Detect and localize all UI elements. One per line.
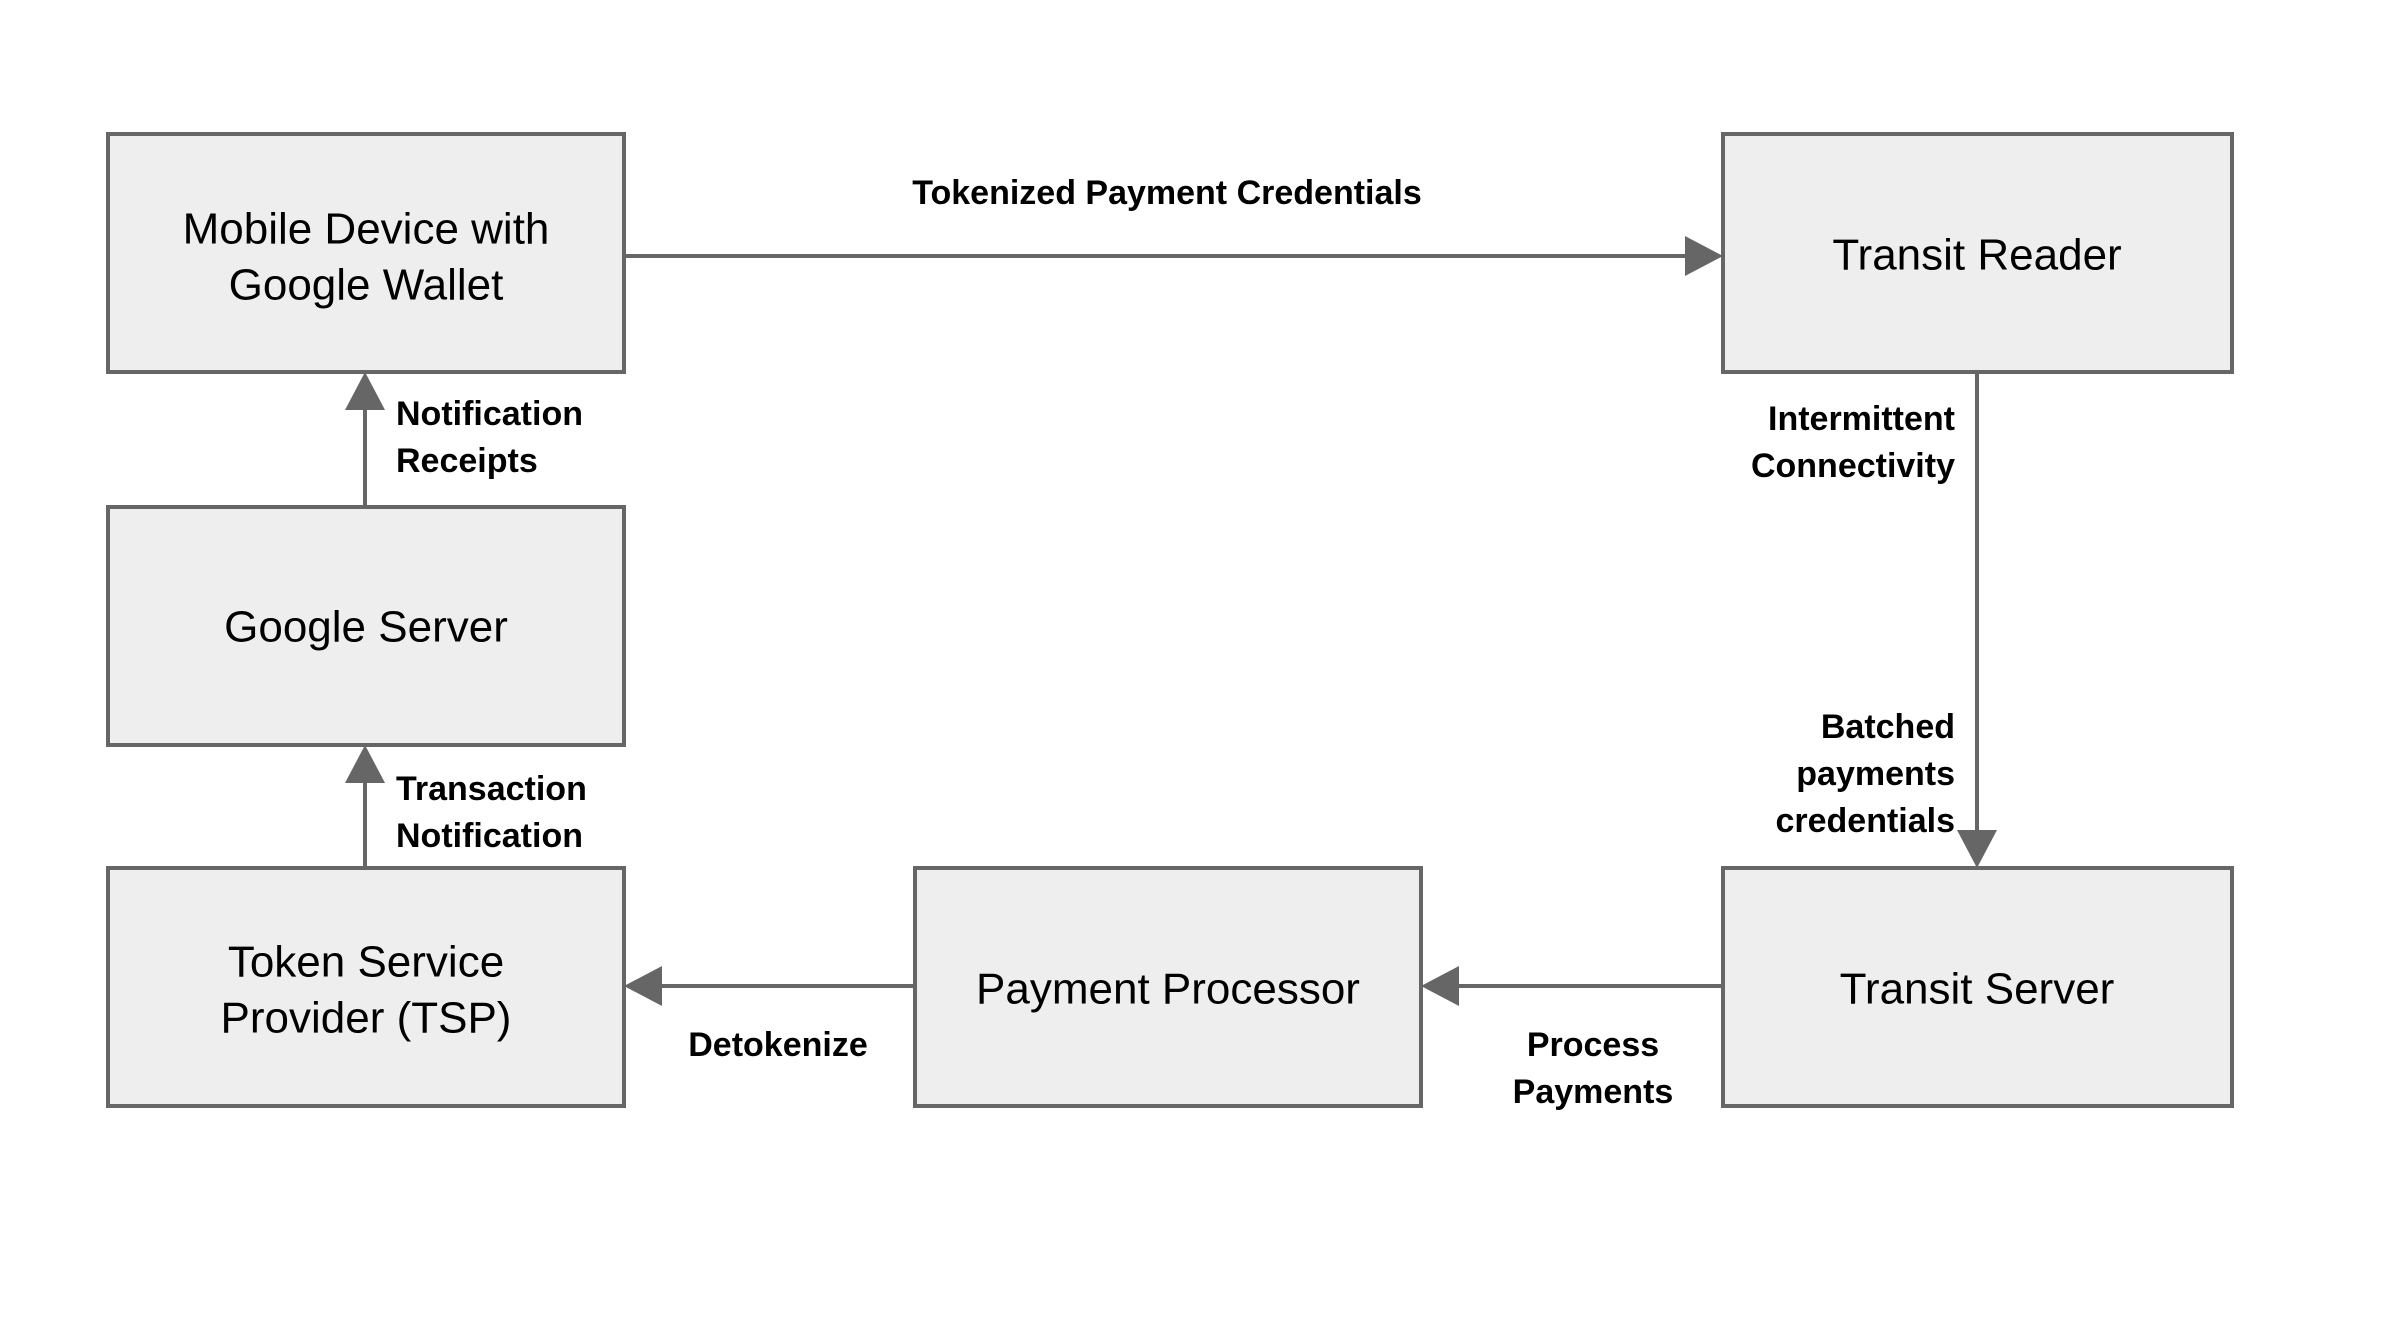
edge-label-batched-payments-credentials-line1: Batched (1821, 708, 1955, 746)
node-rect-payment-processor[interactable] (913, 866, 1423, 1108)
edge-transaction-notification: Transaction Notification (345, 745, 587, 868)
arrowhead-right-icon (1685, 236, 1723, 276)
edge-label-transaction-notification-line1: Transaction (396, 770, 587, 808)
node-rect-transit-reader[interactable] (1721, 132, 2234, 374)
node-payment-processor[interactable]: Payment Processor (913, 866, 1423, 1108)
node-transit-reader[interactable]: Transit Reader (1721, 132, 2234, 374)
node-google-server[interactable]: Google Server (106, 505, 626, 747)
arrowhead-up-icon (345, 745, 385, 783)
edge-label-notification-receipts-line1: Notification (396, 395, 583, 433)
edge-detokenize: Detokenize (624, 966, 915, 1064)
node-label-token-service-provider-line2: Provider (TSP) (221, 994, 512, 1043)
node-rect-transit-server[interactable] (1721, 866, 2234, 1108)
edge-label-tokenized-payment-credentials: Tokenized Payment Credentials (912, 174, 1422, 212)
edge-notification-receipts: Notification Receipts (345, 372, 583, 507)
edge-process-payments: Process Payments (1421, 966, 1723, 1111)
node-label-mobile-device-line2: Google Wallet (229, 261, 504, 310)
node-label-token-service-provider-line1: Token Service (228, 938, 504, 987)
edge-label-intermittent-connectivity-line1: Intermittent (1768, 400, 1955, 438)
edge-transit-reader-to-transit-server: Intermittent Connectivity Batched paymen… (1751, 372, 1997, 868)
node-label-payment-processor: Payment Processor (976, 965, 1360, 1014)
arrowhead-left-icon (1421, 966, 1459, 1006)
node-label-mobile-device-line1: Mobile Device with (183, 205, 550, 254)
node-mobile-device[interactable]: Mobile Device with Google Wallet (106, 132, 626, 374)
node-rect-token-service-provider[interactable] (106, 866, 626, 1108)
arrowhead-up-icon (345, 372, 385, 410)
edge-label-transaction-notification-line2: Notification (396, 817, 583, 855)
edge-label-process-payments-line1: Process (1527, 1026, 1659, 1064)
edge-label-batched-payments-credentials-line2: payments (1796, 755, 1955, 793)
node-rect-mobile-device[interactable] (106, 132, 626, 374)
node-label-transit-reader: Transit Reader (1832, 231, 2121, 280)
node-label-transit-server: Transit Server (1840, 965, 2115, 1014)
edge-label-intermittent-connectivity-line2: Connectivity (1751, 447, 1955, 485)
edge-tokenized-payment-credentials: Tokenized Payment Credentials (624, 174, 1723, 276)
edge-label-batched-payments-credentials-line3: credentials (1775, 802, 1955, 840)
node-token-service-provider[interactable]: Token Service Provider (TSP) (106, 866, 626, 1108)
edge-label-detokenize: Detokenize (688, 1026, 868, 1064)
edge-label-process-payments-line2: Payments (1513, 1073, 1674, 1111)
arrowhead-left-icon (624, 966, 662, 1006)
edge-label-notification-receipts-line2: Receipts (396, 442, 538, 480)
node-rect-google-server[interactable] (106, 505, 626, 747)
node-label-google-server: Google Server (224, 603, 508, 652)
arrowhead-down-icon (1957, 830, 1997, 868)
node-transit-server[interactable]: Transit Server (1721, 866, 2234, 1108)
